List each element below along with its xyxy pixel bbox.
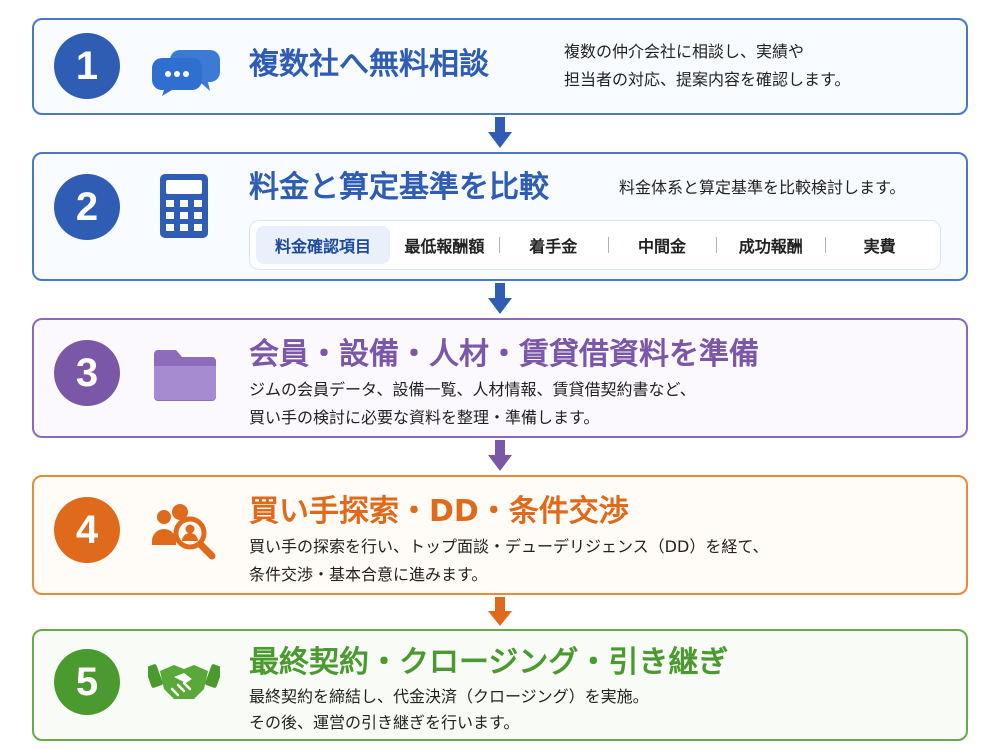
step-4-description-line-2: 条件交渉・基本合意に進みます。 xyxy=(249,565,488,584)
step-4-number: 4 xyxy=(54,497,120,563)
step-3-title: 会員・設備・人材・賃貸借資料を準備 xyxy=(249,337,759,372)
step-2-description: 料金体系と算定基準を比較検討します。 xyxy=(619,178,906,197)
step-5-title: 最終契約・クロージング・引き継ぎ xyxy=(249,645,729,680)
step-3-description-line-2: 買い手の検討に必要な資料を整理・準備します。 xyxy=(249,408,600,427)
handshake-icon xyxy=(148,664,220,699)
folder-icon xyxy=(154,350,216,401)
step-4-title: 買い手探索・DD・条件交渉 xyxy=(249,494,629,529)
people-search-icon xyxy=(152,504,216,560)
step-5-card: 5 最終契約・クロージング・引き継ぎ 最終契約を締結し、代金決済（クロージング）… xyxy=(32,629,968,741)
arrow-down-icon xyxy=(488,283,512,314)
fee-item-retainer: 着手金 xyxy=(498,226,608,264)
step-5-description-line-2: その後、運営の引き継ぎを行います。 xyxy=(249,713,520,732)
step-3-card: 3 会員・設備・人材・賃貸借資料を準備 ジムの会員データ、設備一覧、人材情報、賃… xyxy=(32,318,968,438)
fee-item-minimum: 最低報酬額 xyxy=(404,237,485,256)
chat-bubbles-icon xyxy=(152,50,220,96)
step-3-number: 3 xyxy=(54,340,120,406)
step-1-title: 複数社へ無料相談 xyxy=(249,47,489,82)
arrow-down-icon xyxy=(488,597,512,626)
step-1-card: 1 複数社へ無料相談 複数の仲介会社に相談し、実績や 担当者の対応、提案内容を確… xyxy=(32,18,968,115)
step-1-description-line-2: 担当者の対応、提案内容を確認します。 xyxy=(564,70,851,89)
fee-comparison-bar: 料金確認項目 最低報酬額 着手金 中間金 成功報酬 実費 xyxy=(249,220,941,270)
calculator-icon xyxy=(160,174,208,238)
step-2-card: 2 料金と算定基準を比較 料金体系と算定基準を比較検討します。 料金確認項目 最… xyxy=(32,152,968,281)
step-4-description-line-1: 買い手の探索を行い、トップ面談・デューデリジェンス（DD）を経て、 xyxy=(249,537,769,556)
step-4-card: 4 買い手探索・DD・条件交渉 買い手の探索を行い、トップ面談・デューデリジェン… xyxy=(32,475,968,595)
arrow-down-icon xyxy=(488,440,512,471)
fee-item-interim: 中間金 xyxy=(607,226,717,264)
fee-item-expenses: 実費 xyxy=(825,226,934,264)
step-2-title: 料金と算定基準を比較 xyxy=(249,170,549,205)
step-1-description-line-1: 複数の仲介会社に相談し、実績や xyxy=(564,42,805,61)
step-1-number: 1 xyxy=(54,33,120,99)
step-5-description-line-1: 最終契約を締結し、代金決済（クロージング）を実施。 xyxy=(249,687,649,706)
fee-item-success: 成功報酬 xyxy=(716,226,825,264)
step-2-number: 2 xyxy=(54,174,120,240)
step-5-number: 5 xyxy=(54,649,120,715)
fee-comparison-header: 料金確認項目 xyxy=(256,226,390,264)
arrow-down-icon xyxy=(488,117,512,148)
step-3-description-line-1: ジムの会員データ、設備一覧、人材情報、賃貸借契約書など、 xyxy=(249,380,696,399)
